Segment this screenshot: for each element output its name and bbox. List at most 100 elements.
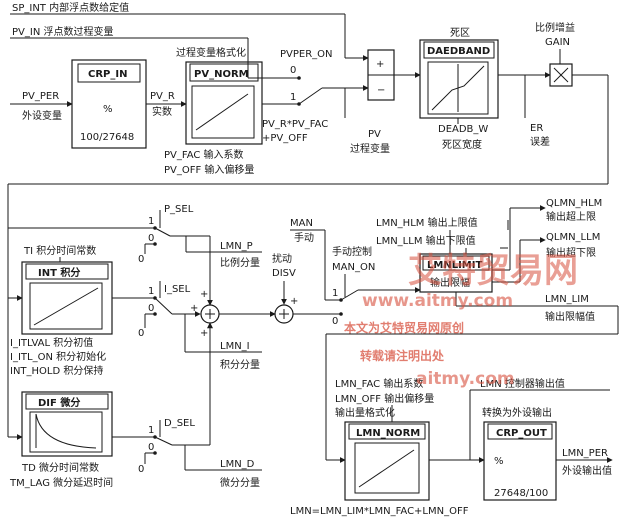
deadb-w-desc: 死区宽度 bbox=[442, 138, 482, 151]
sum1-minus: − bbox=[377, 85, 385, 96]
sum2-plus-bottom: + bbox=[200, 328, 208, 339]
pv-in-label: PV_IN 浮点数过程变量 bbox=[12, 25, 113, 38]
deadband-caption: 死区 bbox=[450, 27, 470, 39]
pv-per-desc: 外设变量 bbox=[22, 109, 62, 122]
lmn-limit-title: LMNLIMIT bbox=[427, 260, 482, 271]
i-sel-label: I_SEL bbox=[164, 284, 191, 295]
pv-norm-caption: 过程变量格式化 bbox=[176, 46, 246, 59]
lmn-llm-label: LMN_LLM 输出下限值 bbox=[376, 234, 476, 247]
d-pos0: 0 bbox=[148, 442, 154, 453]
lmn-p-label: LMN_P bbox=[220, 241, 253, 252]
watermark: 艾特贸易网 www.aitmy.com 本文为艾特贸易网原创 转载请注明出处 a… bbox=[344, 251, 578, 389]
watermark-source-note: 本文为艾特贸易网原创 bbox=[344, 320, 464, 335]
crp-in-unit: % bbox=[103, 104, 113, 115]
gain-caption: 比例增益 bbox=[535, 21, 575, 34]
crp-out-caption: 转换为外设输出 bbox=[482, 406, 552, 419]
crp-in-ratio: 100/27648 bbox=[80, 132, 134, 143]
pv-r-label: PV_R bbox=[150, 91, 175, 102]
crp-in-block: CRP_IN % 100/27648 bbox=[71, 59, 147, 149]
qlmn-hlm-label: QLMN_HLM bbox=[546, 198, 602, 209]
lmn-norm-block: LMN_FAC 输出系数 LMN_OFF 输出偏移量 输出量格式化 LMN_NO… bbox=[290, 377, 610, 517]
crp-out-unit: % bbox=[494, 456, 504, 467]
d-pos1: 1 bbox=[148, 425, 154, 436]
lmn-hlm-label: LMN_HLM 输出上限值 bbox=[376, 216, 478, 229]
lmn-lim-desc: 输出限幅值 bbox=[545, 310, 595, 323]
int-title: INT 积分 bbox=[38, 266, 80, 279]
i-itl-on-label: I_ITL_ON 积分初始化 bbox=[10, 350, 106, 363]
disv-plus: + bbox=[290, 296, 298, 307]
crp-in-title: CRP_IN bbox=[88, 69, 127, 80]
td-label: TD 微分时间常数 bbox=[21, 461, 99, 474]
sum2-plus-top: + bbox=[200, 289, 208, 300]
lmn-norm-title: LMN_NORM bbox=[356, 428, 420, 439]
tm-lag-label: TM_LAG 微分延迟时间 bbox=[9, 476, 113, 489]
lmn-lim-label: LMN_LIM bbox=[545, 294, 589, 305]
sum1-plus: + bbox=[376, 59, 384, 70]
lmn-p-desc: 比例分量 bbox=[220, 256, 260, 269]
d-branch: DIF 微分 TD 微分时间常数 TM_LAG 微分延迟时间 0 1 0 D_S… bbox=[9, 322, 262, 489]
sp-int-label: SP_INT 内部浮点数给定值 bbox=[12, 1, 129, 14]
error-summing-block: + − bbox=[367, 49, 395, 101]
pvper-on-switch: PVPER_ON 0 1 PV_R*PV_FAC +PV_OFF PV 过程变量 bbox=[247, 49, 390, 155]
pv-label: PV bbox=[368, 129, 381, 140]
lmn-off-label: LMN_OFF 输出偏移量 bbox=[335, 392, 434, 405]
deadband-title: DAEDBAND bbox=[427, 46, 490, 57]
deadb-w-label: DEADB_W bbox=[438, 124, 488, 135]
qlmn-hlm-desc: 输出超上限 bbox=[546, 210, 596, 223]
int-graph bbox=[33, 287, 99, 326]
lmn-norm-graph bbox=[358, 449, 415, 488]
pv-desc: 过程变量 bbox=[350, 142, 390, 155]
pv-r-desc: 实数 bbox=[152, 105, 172, 118]
pv-formula-line2: +PV_OFF bbox=[262, 133, 308, 144]
man-desc: 手动 bbox=[294, 231, 314, 244]
pvper-on-pos1: 1 bbox=[290, 92, 296, 103]
er-desc: 误差 bbox=[530, 135, 550, 148]
lmn-d-label: LMN_D bbox=[220, 459, 255, 470]
pv-off-label: PV_OFF 输入偏移量 bbox=[164, 163, 254, 176]
top-inputs: SP_INT 内部浮点数给定值 PV_IN 浮点数过程变量 PV_PER 外设变… bbox=[10, 1, 369, 122]
watermark-url2: aitmy.com bbox=[416, 369, 515, 389]
i-pos0: 0 bbox=[148, 303, 154, 314]
man-ctrl-label: 手动控制 bbox=[332, 245, 372, 258]
man-pos1: 1 bbox=[332, 288, 338, 299]
watermark-url: www.aitmy.com bbox=[362, 291, 513, 311]
p-pos1: 1 bbox=[148, 216, 154, 227]
p-branch: 0 1 0 P_SEL LMN_P 比例分量 bbox=[138, 204, 262, 306]
lmn-d-desc: 微分分量 bbox=[220, 476, 260, 489]
er-label: ER bbox=[530, 123, 543, 134]
i-pos1: 1 bbox=[148, 286, 154, 297]
pvper-on-pos0: 0 bbox=[290, 65, 296, 76]
lmn-i-desc: 积分分量 bbox=[220, 359, 260, 371]
i-branch: TI 积分时间常数 INT 积分 I_ITLVAL 积分初值 I_ITL_ON … bbox=[10, 244, 262, 377]
disturbance-label: 扰动 bbox=[272, 252, 292, 265]
qlmn-llm-label: QLMN_LLM bbox=[546, 232, 600, 243]
manual-switch: MAN 手动 手动控制 MAN_ON 1 0 bbox=[290, 218, 421, 327]
deadband-graph bbox=[431, 65, 485, 111]
pvper-on-label: PVPER_ON bbox=[280, 49, 333, 60]
lmn-per-label: LMN_PER bbox=[562, 448, 608, 459]
lmn-fac-label: LMN_FAC 输出系数 bbox=[335, 377, 423, 390]
ti-label: TI 积分时间常数 bbox=[23, 244, 96, 257]
pid-summing-block: + + + bbox=[190, 289, 276, 339]
gain-label: GAIN bbox=[545, 37, 570, 48]
man-on-label: MAN_ON bbox=[332, 262, 375, 273]
pv-formula-line1: PV_R*PV_FAC bbox=[262, 119, 328, 130]
crp-out-block: 转换为外设输出 CRP_OUT % 27648/100 LMN_PER 外设输出… bbox=[482, 406, 613, 501]
crp-out-ratio: 27648/100 bbox=[494, 488, 548, 499]
d-zero: 0 bbox=[138, 464, 144, 475]
lmn-norm-caption: 输出量格式化 bbox=[335, 406, 395, 419]
i-zero: 0 bbox=[138, 328, 144, 339]
p-sel-label: P_SEL bbox=[164, 204, 194, 215]
qlmn-llm-desc: 输出超下限 bbox=[546, 246, 596, 259]
pv-per-label: PV_PER bbox=[22, 91, 59, 102]
dif-graph bbox=[35, 413, 97, 449]
lmn-i-label: LMN_I bbox=[220, 341, 250, 352]
sum2-plus-left: + bbox=[190, 303, 198, 314]
i-itlval-label: I_ITLVAL 积分初值 bbox=[10, 336, 93, 349]
man-pos0: 0 bbox=[332, 316, 338, 327]
int-hold-label: INT_HOLD 积分保持 bbox=[10, 364, 103, 377]
pv-norm-graph bbox=[195, 93, 249, 131]
deadband-block: 死区 DAEDBAND DEADB_W 死区宽度 bbox=[419, 27, 499, 151]
lmn-output-label: LMN 控制器输出值 bbox=[480, 377, 565, 390]
